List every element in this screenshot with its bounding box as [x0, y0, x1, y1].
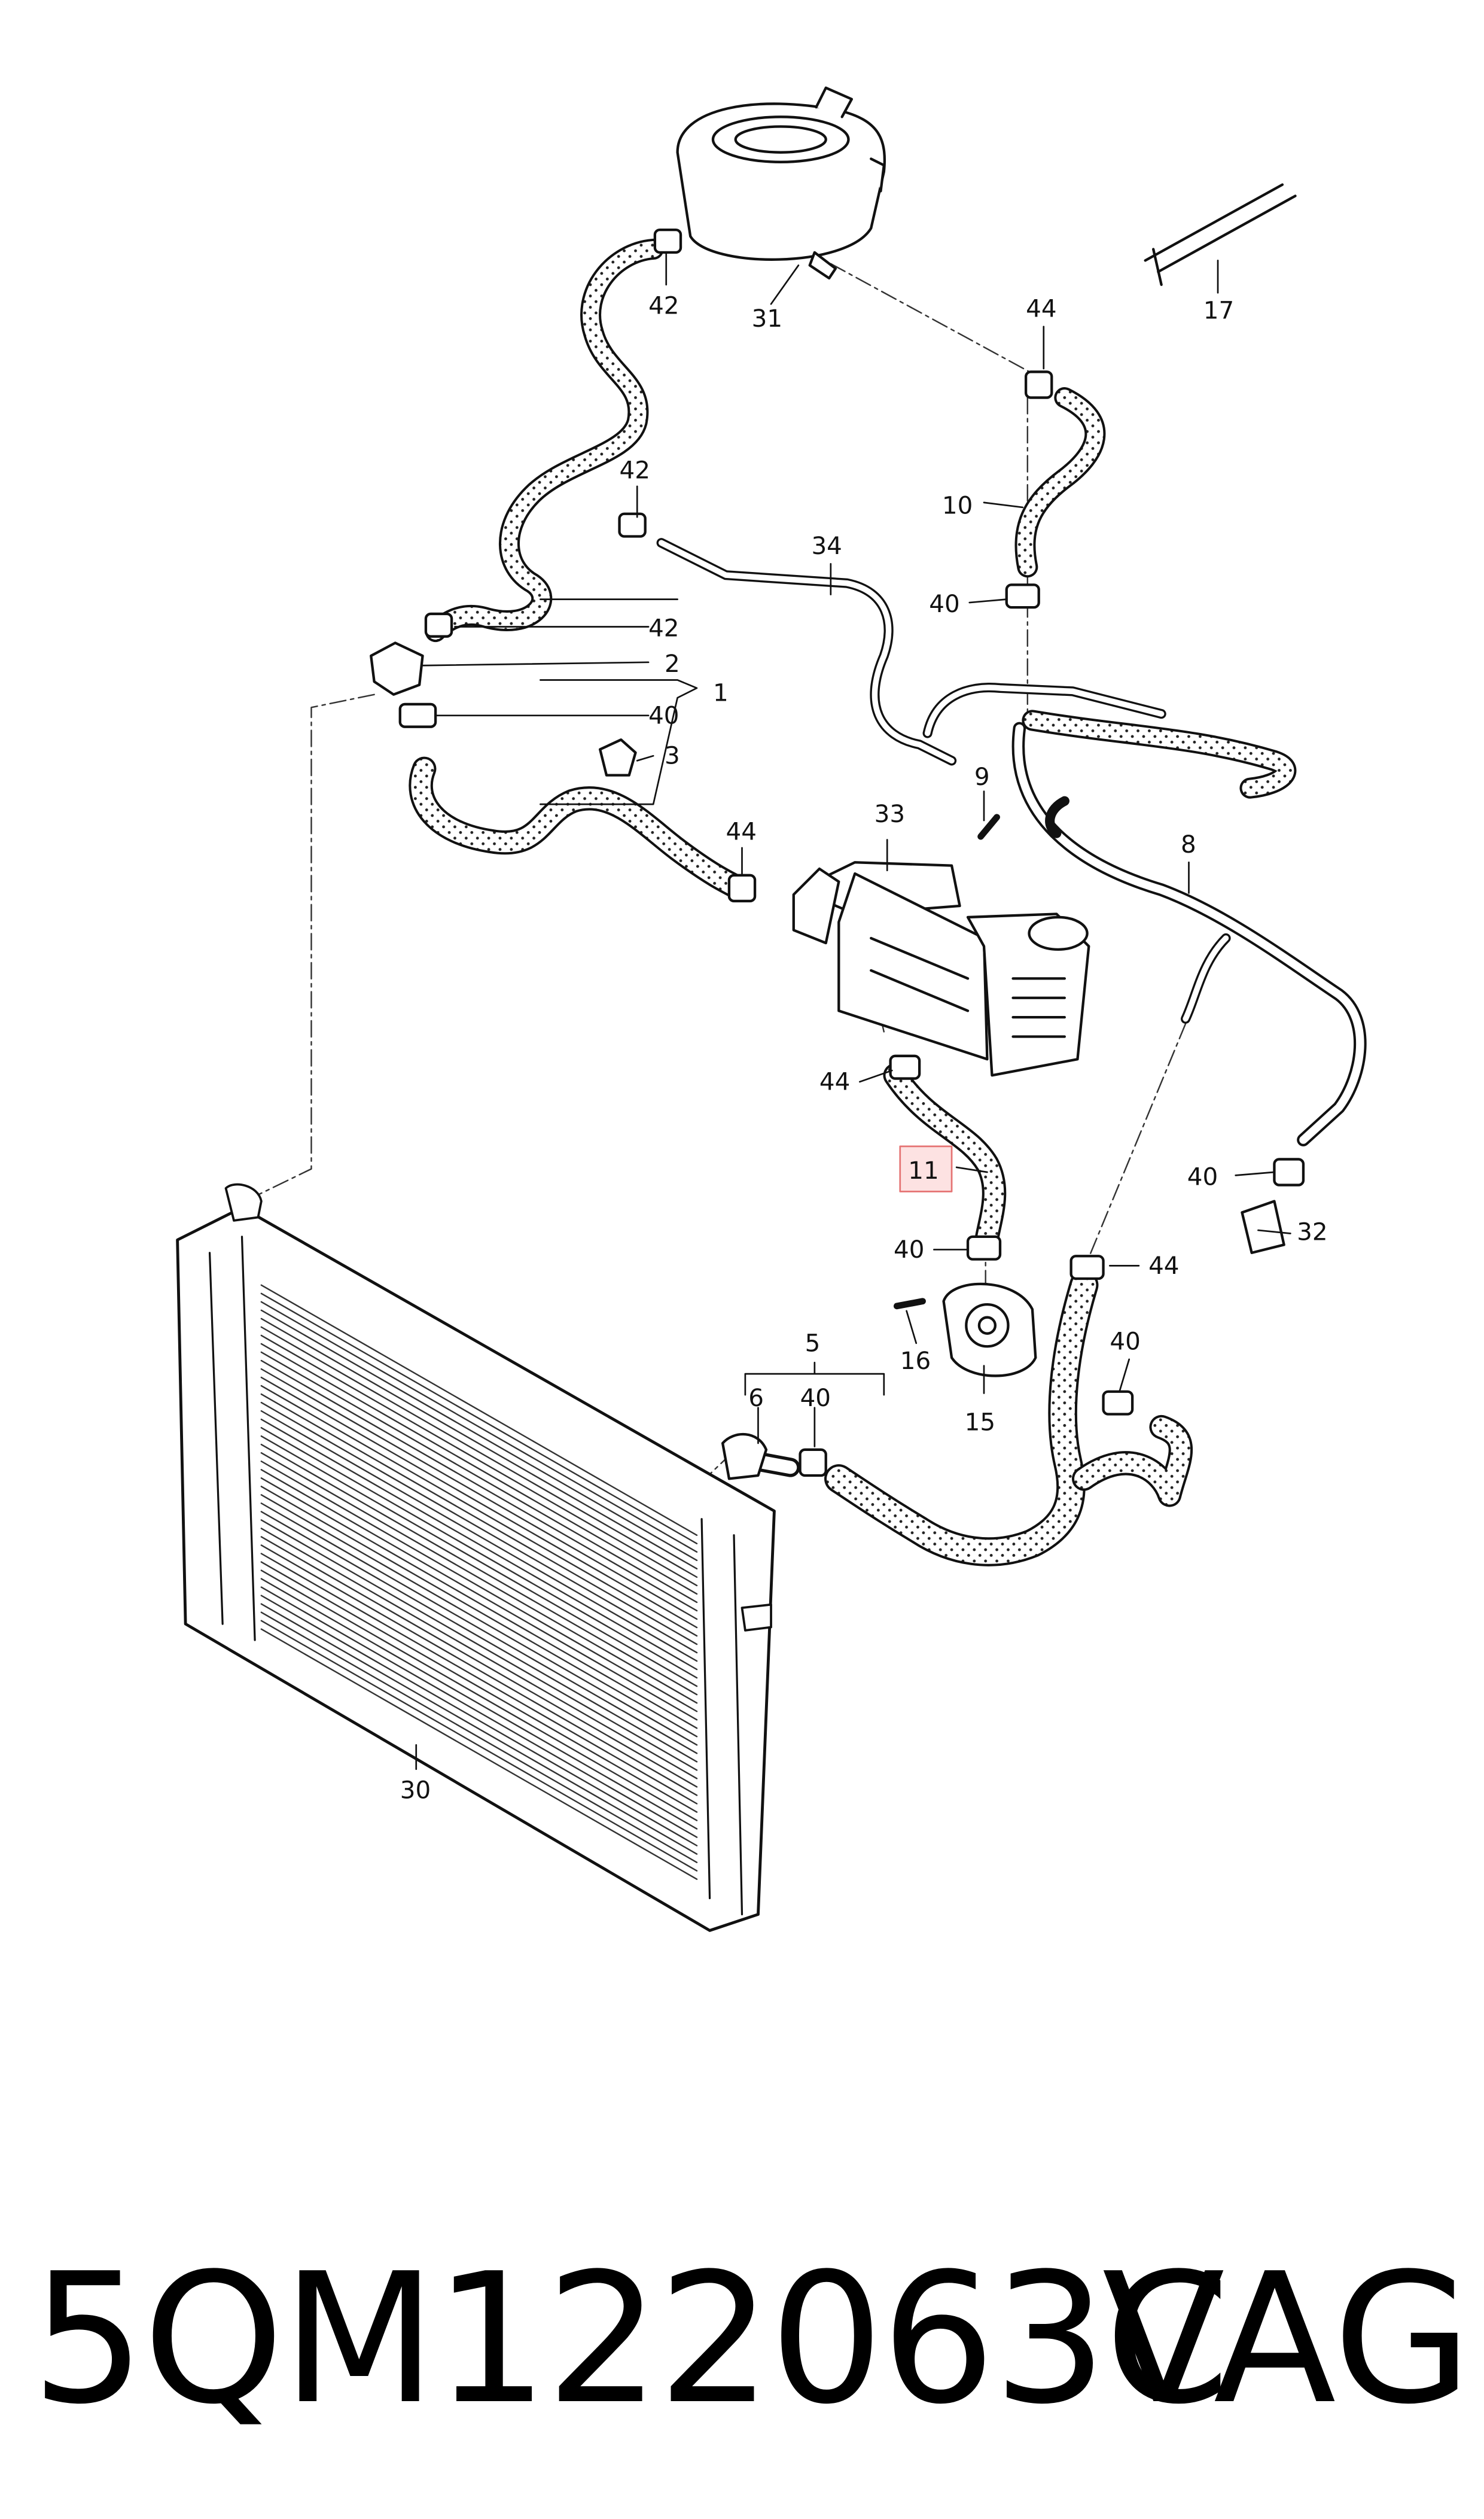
callout-40: 40	[1110, 1327, 1140, 1356]
callout-40: 40	[1187, 1163, 1218, 1191]
callout-1: 1	[713, 679, 729, 707]
footer: 5QM122063C VAG	[0, 2214, 1484, 2465]
highlight-box	[899, 1145, 953, 1192]
callout-42: 42	[648, 614, 679, 643]
part-number: 5QM122063C	[31, 2235, 1230, 2444]
callout-40: 40	[929, 589, 959, 618]
callout-11: 11	[908, 1156, 938, 1185]
callout-31: 31	[752, 304, 782, 333]
brand-label: VAG	[1102, 2235, 1472, 2444]
callout-32: 32	[1297, 1217, 1327, 1246]
callout-40: 40	[800, 1383, 831, 1412]
callout-2: 2	[665, 649, 680, 678]
hose-clamps	[398, 228, 1305, 1477]
callout-30: 30	[400, 1775, 431, 1804]
callout-3: 3	[665, 741, 680, 770]
charge-air-cooler	[792, 861, 1090, 1077]
water-pump	[893, 1282, 1037, 1377]
callout-40: 40	[648, 701, 679, 729]
callout-6: 6	[748, 1383, 764, 1412]
callout-40: 40	[894, 1235, 924, 1264]
callout-numbers: 42 31 44 17 42 10 34 40 42 2 1 40 3 9 44…	[400, 291, 1328, 1804]
radiator	[176, 1183, 776, 1932]
metal-pipes	[656, 538, 1367, 1146]
callout-17: 17	[1203, 296, 1234, 324]
radiator-fins	[260, 1284, 698, 1880]
callout-33: 33	[874, 799, 905, 828]
callout-15: 15	[965, 1407, 995, 1436]
cooling-system-diagram: 42 31 44 17 42 10 34 40 42 2 1 40 3 9 44…	[176, 86, 1367, 1932]
upper-hoses	[409, 238, 1296, 902]
callout-16: 16	[900, 1346, 931, 1375]
callout-44: 44	[1148, 1251, 1179, 1280]
callout-8: 8	[1181, 830, 1196, 859]
callout-44: 44	[1026, 294, 1056, 323]
small-parts	[370, 183, 1297, 1480]
leader-lines	[415, 251, 1291, 1770]
callout-42: 42	[620, 455, 650, 484]
callout-44: 44	[819, 1067, 850, 1096]
callout-34: 34	[811, 531, 842, 560]
lower-hoses	[737, 1063, 1193, 1566]
callout-9: 9	[974, 762, 990, 791]
callout-5: 5	[805, 1328, 821, 1357]
callout-42: 42	[648, 291, 679, 320]
expansion-tank	[676, 86, 886, 280]
callout-10: 10	[942, 491, 973, 520]
callout-44: 44	[726, 817, 757, 845]
